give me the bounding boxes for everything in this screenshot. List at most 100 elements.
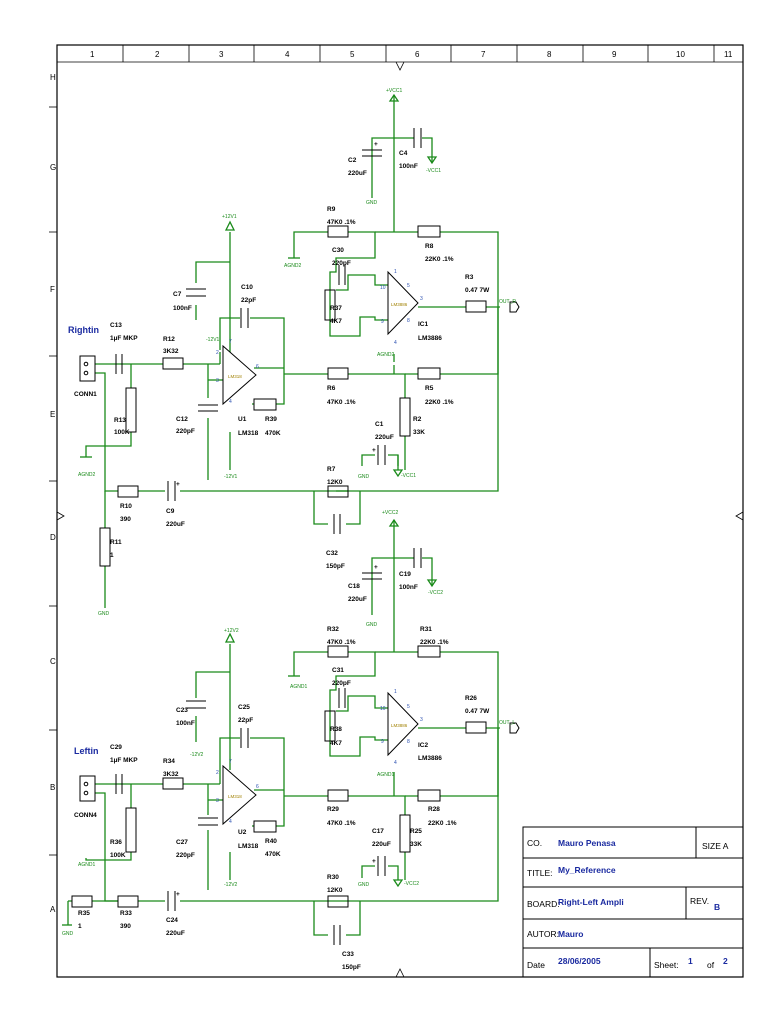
svg-text:9: 9 bbox=[381, 739, 384, 745]
autor-label: AUTOR: bbox=[527, 929, 559, 939]
c27-capacitor: C27 220pF bbox=[176, 817, 218, 859]
co-value: Mauro Penasa bbox=[558, 838, 616, 848]
svg-text:220pF: 220pF bbox=[332, 680, 351, 687]
svg-text:R30: R30 bbox=[327, 874, 339, 881]
net-gnd-c1: GND bbox=[358, 474, 370, 480]
svg-text:6: 6 bbox=[256, 784, 259, 790]
net-agnd1-input: AGND1 bbox=[78, 862, 95, 868]
net-gnd-r35: GND bbox=[62, 931, 74, 937]
svg-text:12K0: 12K0 bbox=[327, 887, 343, 894]
svg-text:220pF: 220pF bbox=[176, 852, 195, 859]
c10-capacitor: C10 22pF bbox=[240, 284, 256, 328]
ic1-power-amp: 109 15 38 4 LM3886 IC1 LM3886 bbox=[380, 269, 442, 346]
svg-text:R3: R3 bbox=[465, 274, 474, 281]
svg-text:100K: 100K bbox=[114, 429, 130, 436]
net-gnd-c18: GND bbox=[366, 622, 378, 628]
r6-resistor: R6 47K0 .1% bbox=[327, 367, 356, 406]
svg-text:220uF: 220uF bbox=[166, 521, 185, 528]
svg-text:R6: R6 bbox=[327, 385, 336, 392]
r10-resistor: R10 390 bbox=[117, 485, 139, 523]
svg-text:C1: C1 bbox=[375, 421, 384, 428]
svg-text:R9: R9 bbox=[327, 206, 336, 213]
svg-text:1: 1 bbox=[394, 689, 397, 695]
col-label-11: 11 bbox=[724, 50, 733, 59]
row-label-D: D bbox=[50, 533, 56, 542]
svg-text:7: 7 bbox=[229, 339, 232, 345]
net-agnd2-input: AGND2 bbox=[78, 472, 95, 478]
date-value: 28/06/2005 bbox=[558, 956, 601, 966]
svg-text:IC1: IC1 bbox=[418, 321, 429, 328]
conn4-connector bbox=[79, 775, 96, 802]
svg-text:1: 1 bbox=[394, 269, 397, 275]
col-label-5: 5 bbox=[350, 50, 355, 59]
c1-capacitor: + C1 220uF bbox=[372, 421, 394, 465]
svg-text:3: 3 bbox=[420, 717, 423, 723]
c31-capacitor: C31 220pF bbox=[332, 667, 351, 708]
svg-text:R29: R29 bbox=[327, 806, 339, 813]
c17-capacitor: + C17 220uF bbox=[372, 828, 391, 876]
svg-text:0.47 7W: 0.47 7W bbox=[465, 708, 490, 715]
svg-text:2: 2 bbox=[216, 770, 219, 776]
svg-text:4K7: 4K7 bbox=[330, 740, 342, 747]
title-label: TITLE: bbox=[527, 868, 553, 878]
col-label-4: 4 bbox=[285, 50, 290, 59]
net-vcc1-neg-bottom: -VCC1 bbox=[401, 473, 416, 479]
svg-text:22K0 .1%: 22K0 .1% bbox=[420, 639, 449, 646]
autor-value: Mauro bbox=[558, 929, 584, 939]
svg-text:C13: C13 bbox=[110, 322, 122, 329]
svg-text:C23: C23 bbox=[176, 707, 188, 714]
svg-text:47K0 .1%: 47K0 .1% bbox=[327, 399, 356, 406]
svg-text:LM3886: LM3886 bbox=[391, 723, 408, 728]
rightin-label: Rightin bbox=[68, 325, 99, 335]
svg-text:12K0: 12K0 bbox=[327, 479, 343, 486]
r12-resistor: R12 3K32 bbox=[162, 336, 184, 370]
r33-resistor: R33 390 bbox=[117, 895, 139, 930]
right-channel-wires bbox=[85, 95, 500, 608]
c23-capacitor: C23 100nF bbox=[176, 700, 206, 727]
svg-text:4: 4 bbox=[394, 760, 397, 766]
svg-text:3: 3 bbox=[420, 296, 423, 302]
c19-capacitor: C19 100nF bbox=[399, 548, 422, 591]
svg-text:1µF MKP: 1µF MKP bbox=[110, 757, 138, 764]
svg-text:R7: R7 bbox=[327, 466, 336, 473]
c25-capacitor: C25 22pF bbox=[238, 704, 253, 748]
svg-text:220uF: 220uF bbox=[375, 434, 394, 441]
svg-text:4: 4 bbox=[229, 399, 232, 405]
svg-text:C32: C32 bbox=[326, 550, 338, 557]
r35-resistor: R35 1 bbox=[71, 895, 93, 930]
r9-resistor: R9 47K0 .1% bbox=[327, 206, 356, 238]
r34-resistor: R34 3K32 bbox=[162, 758, 184, 790]
svg-text:U2: U2 bbox=[238, 829, 247, 836]
board-value: Right-Left Ampli bbox=[558, 897, 624, 907]
svg-text:C19: C19 bbox=[399, 571, 411, 578]
svg-text:R5: R5 bbox=[425, 385, 434, 392]
row-label-B: B bbox=[50, 783, 55, 792]
col-label-6: 6 bbox=[415, 50, 420, 59]
board-label: BOARD: bbox=[527, 899, 560, 909]
sheet-frame: 1 2 3 4 5 6 7 8 9 10 11 H G F E D C B A bbox=[49, 44, 744, 978]
svg-text:22K0 .1%: 22K0 .1% bbox=[428, 820, 457, 827]
rev-label: REV. bbox=[690, 896, 709, 906]
svg-text:R40: R40 bbox=[265, 838, 277, 845]
row-label-C: C bbox=[50, 657, 56, 666]
net-out-r: OUT_R bbox=[499, 299, 516, 305]
svg-text:1µF MKP: 1µF MKP bbox=[110, 335, 138, 342]
svg-text:R12: R12 bbox=[163, 336, 175, 343]
svg-text:3: 3 bbox=[216, 798, 219, 804]
svg-text:C4: C4 bbox=[399, 150, 408, 157]
svg-text:+: + bbox=[176, 481, 180, 488]
svg-text:150pF: 150pF bbox=[326, 563, 345, 570]
conn1-label: CONN1 bbox=[74, 391, 97, 398]
svg-text:C24: C24 bbox=[166, 917, 178, 924]
c4-capacitor: C4 100nF bbox=[399, 128, 422, 170]
svg-text:22K0 .1%: 22K0 .1% bbox=[425, 399, 454, 406]
svg-text:R2: R2 bbox=[413, 416, 422, 423]
net-gnd-c17: GND bbox=[358, 882, 370, 888]
svg-text:R35: R35 bbox=[78, 910, 90, 917]
svg-text:22K0 .1%: 22K0 .1% bbox=[425, 256, 454, 263]
svg-text:LM318: LM318 bbox=[228, 794, 242, 799]
r40-resistor: R40 470K bbox=[253, 820, 281, 858]
svg-text:4: 4 bbox=[229, 819, 232, 825]
col-label-10: 10 bbox=[676, 50, 685, 59]
left-channel-wires bbox=[68, 520, 500, 936]
